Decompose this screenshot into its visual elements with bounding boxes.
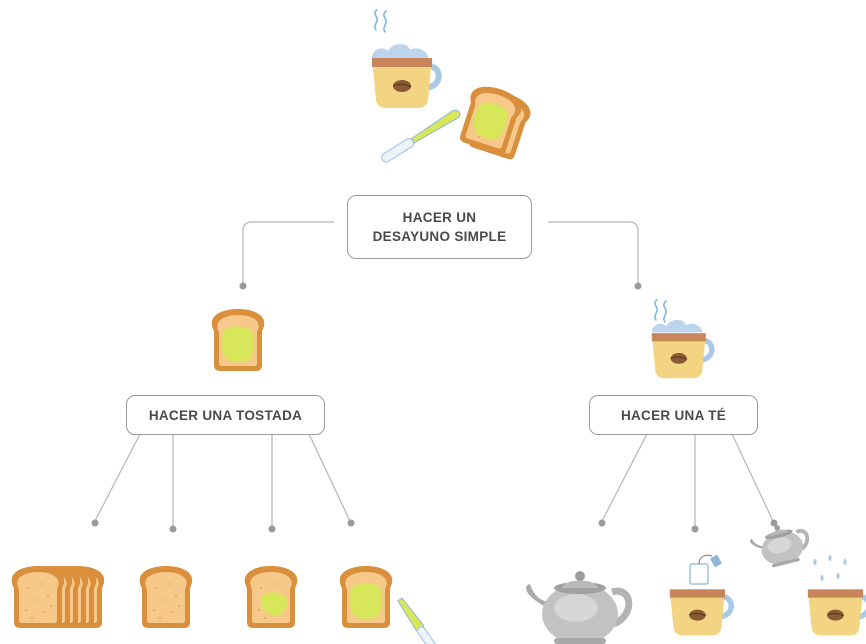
bread-stack-icon xyxy=(11,566,105,628)
connectors xyxy=(94,221,774,527)
toast-slice-icon xyxy=(211,309,265,371)
tea-cup-icon xyxy=(652,299,712,378)
breakfast-coffee-toast-icon xyxy=(372,9,535,163)
branch-label-tea: HACER UNA TÉ xyxy=(620,407,727,423)
branch-label-toast: HACER UNA TOSTADA xyxy=(148,407,303,423)
pouring-teapot-cup-icon xyxy=(745,516,866,636)
root-node: HACER UN DESAYUNO SIMPLE xyxy=(347,195,532,259)
bread-slice-icon xyxy=(139,566,193,628)
root-label-line-2: DESAYUNO SIMPLE xyxy=(372,229,507,244)
branch-node-tea: HACER UNA TÉ xyxy=(589,395,758,435)
tea-bag-cup-icon xyxy=(670,554,731,636)
buttered-toast-icon xyxy=(339,566,437,644)
root-label-line-1: HACER UN xyxy=(402,210,477,225)
connector-dots xyxy=(91,282,778,533)
toasted-bread-icon xyxy=(244,566,298,628)
teapot-icon xyxy=(526,571,629,644)
branch-node-toast: HACER UNA TOSTADA xyxy=(126,395,325,435)
